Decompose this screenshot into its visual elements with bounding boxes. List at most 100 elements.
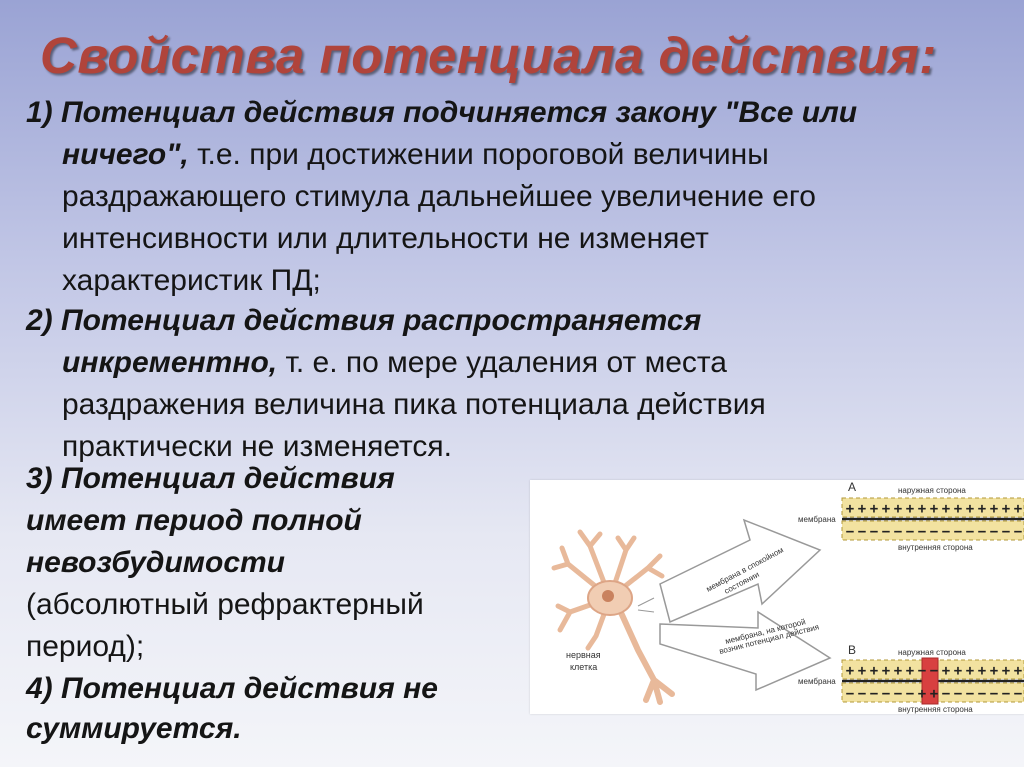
plus-charge: +: [846, 663, 854, 679]
plus-charge: +: [870, 501, 878, 517]
plus-charge: +: [1014, 663, 1022, 679]
item1-heading: 1) Потенциал действия подчиняется закону…: [26, 96, 858, 129]
membrane-charges: +−+−+−+−+−+−+−+−+−+−+−+−+−+−+−+−+−+−+−+−…: [846, 501, 1022, 702]
minus-charge: −: [894, 524, 902, 540]
minus-charge: −: [942, 524, 950, 540]
plus-charge: +: [966, 663, 974, 679]
item1-line2: ничего", т.е. при достижении пороговой в…: [62, 134, 769, 176]
plus-charge: +: [990, 501, 998, 517]
plus-charge: +: [918, 501, 926, 517]
plus-charge: +: [966, 501, 974, 517]
outer-side-a-label: наружная сторона: [898, 486, 966, 495]
minus-charge: −: [942, 686, 950, 702]
minus-charge: −: [1014, 524, 1022, 540]
cell-label-line1: нервная: [566, 650, 601, 660]
minus-charge: −: [1002, 686, 1010, 702]
plus-charge: +: [942, 663, 950, 679]
item2-heading: 2) Потенциал действия распространяется: [26, 304, 702, 337]
plus-charge: +: [894, 501, 902, 517]
inner-side-b-label: внутренняя сторона: [898, 705, 973, 714]
plus-charge: +: [894, 663, 902, 679]
minus-charge: −: [858, 686, 866, 702]
membrane-b-label: мембрана: [798, 677, 836, 686]
plus-charge: +: [930, 501, 938, 517]
item3-line3: невозбудимости: [26, 546, 285, 579]
label-b: В: [848, 643, 856, 657]
item3-line4: (абсолютный рефрактерный: [26, 588, 424, 621]
item2-term: инкрементно,: [62, 346, 278, 379]
minus-charge: −: [978, 524, 986, 540]
item1-line5: характеристик ПД;: [62, 264, 321, 297]
item4-line2: суммируется.: [26, 712, 242, 745]
item2-line3: раздражения величина пика потенциала дей…: [62, 388, 766, 421]
plus-charge: +: [882, 501, 890, 517]
plus-charge: +: [954, 663, 962, 679]
plus-charge: +: [870, 663, 878, 679]
plus-charge: +: [846, 501, 854, 517]
minus-charge: −: [930, 524, 938, 540]
outer-side-b-label: наружная сторона: [898, 648, 966, 657]
minus-charge: −: [1002, 524, 1010, 540]
figure-svg: +−+−+−+−+−+−+−+−+−+−+−+−+−+−+−+−+−+−+−+−…: [551, 480, 1024, 714]
plus-charge: +: [906, 663, 914, 679]
minus-charge: −: [990, 686, 998, 702]
cell-label-line2: клетка: [570, 662, 597, 672]
plus-charge: +: [990, 663, 998, 679]
item2-line2: инкрементно, т. е. по мере удаления от м…: [62, 342, 727, 384]
minus-charge: −: [906, 686, 914, 702]
plus-charge: +: [918, 686, 926, 702]
item1-line3: раздражающего стимула дальнейшее увеличе…: [62, 180, 816, 213]
inner-side-a-label: внутренняя сторона: [898, 543, 973, 552]
plus-charge: +: [978, 501, 986, 517]
slide-title: Свойства потенциала действия:: [40, 27, 937, 84]
plus-charge: +: [882, 663, 890, 679]
minus-charge: −: [870, 524, 878, 540]
minus-charge: −: [882, 686, 890, 702]
item3-heading: 3) Потенциал действия: [26, 462, 395, 495]
neuron-illustration: [551, 529, 675, 705]
membrane-b: [841, 657, 1024, 705]
plus-charge: +: [906, 501, 914, 517]
item2-line2-text: т. е. по мере удаления от места: [277, 346, 727, 379]
minus-charge: −: [846, 524, 854, 540]
plus-charge: +: [858, 501, 866, 517]
plus-charge: +: [1002, 501, 1010, 517]
minus-charge: −: [990, 524, 998, 540]
item3-line5: период);: [26, 630, 145, 663]
minus-charge: −: [966, 524, 974, 540]
item1-line2-text: т.е. при достижении пороговой величины: [188, 138, 769, 171]
minus-charge: −: [858, 524, 866, 540]
plus-charge: +: [930, 686, 938, 702]
focus-lines: [637, 597, 655, 613]
minus-charge: −: [978, 686, 986, 702]
minus-charge: −: [846, 686, 854, 702]
plus-charge: +: [858, 663, 866, 679]
plus-charge: +: [942, 501, 950, 517]
minus-charge: −: [954, 686, 962, 702]
plus-charge: +: [954, 501, 962, 517]
plus-charge: +: [1014, 501, 1022, 517]
neuron-membrane-figure: +−+−+−+−+−+−+−+−+−+−+−+−+−+−+−+−+−+−+−+−…: [530, 480, 1024, 714]
minus-charge: −: [1014, 686, 1022, 702]
minus-charge: −: [870, 686, 878, 702]
minus-charge: −: [918, 663, 926, 679]
item2-line4: практически не изменяется.: [62, 430, 452, 463]
minus-charge: −: [954, 524, 962, 540]
label-a: А: [848, 480, 856, 494]
item1-line4: интенсивности или длительности не изменя…: [62, 222, 709, 255]
item4-heading: 4) Потенциал действия не: [26, 672, 438, 705]
item1-term: ничего",: [62, 138, 189, 171]
minus-charge: −: [894, 686, 902, 702]
membrane-a: [841, 497, 1024, 541]
minus-charge: −: [966, 686, 974, 702]
plus-charge: +: [1002, 663, 1010, 679]
minus-charge: −: [882, 524, 890, 540]
item3-line2: имеет период полной: [26, 504, 362, 537]
minus-charge: −: [930, 663, 938, 679]
minus-charge: −: [906, 524, 914, 540]
minus-charge: −: [918, 524, 926, 540]
arrow-b: [659, 610, 832, 692]
arrow-a: [659, 518, 822, 624]
membrane-a-label: мембрана: [798, 515, 836, 524]
plus-charge: +: [978, 663, 986, 679]
